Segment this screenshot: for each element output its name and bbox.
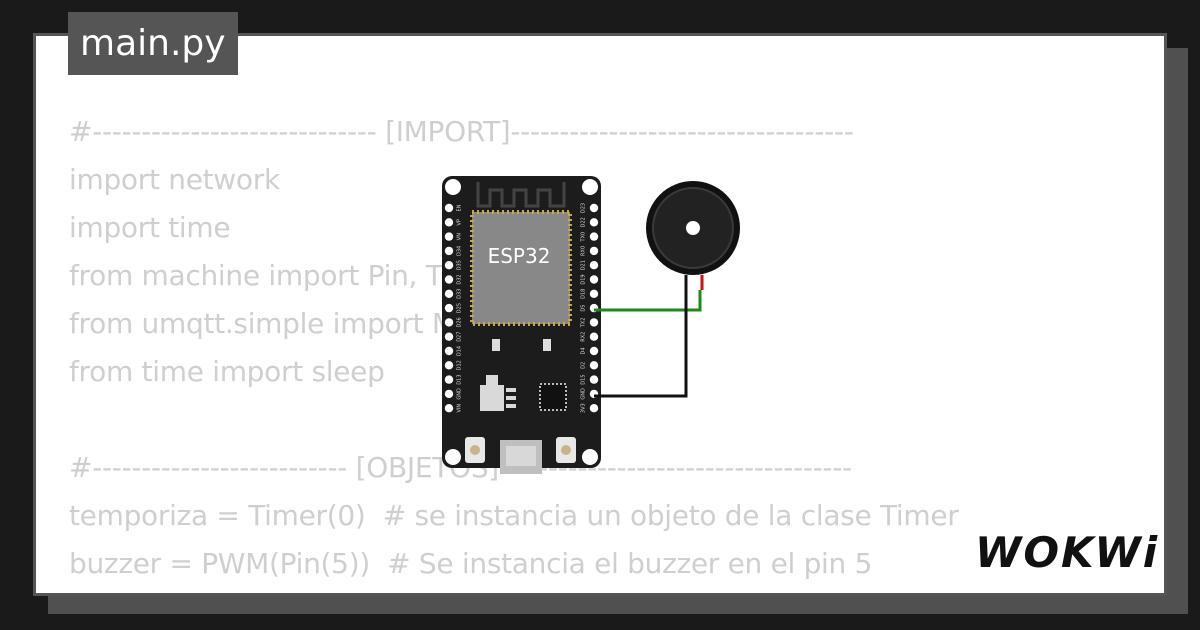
pin-label: D26 <box>457 317 463 327</box>
pin-label: D19 <box>581 274 587 284</box>
pin-label: D33 <box>457 289 463 299</box>
pin-label: D15 <box>581 374 587 384</box>
pin-label: GND <box>457 388 463 400</box>
smd-pad <box>492 339 500 351</box>
wokwi-logo: WOKWi <box>975 528 1160 577</box>
pin-hole[interactable] <box>589 318 599 327</box>
pin-hole[interactable] <box>444 275 454 284</box>
esp32-board[interactable]: ESP32 ENVPVND34D35D32D33D25D26D27D14D12D… <box>442 176 601 474</box>
pin-label: D14 <box>457 346 463 356</box>
pin-hole[interactable] <box>444 318 454 327</box>
pin-label: 3V3 <box>581 403 587 413</box>
pin-hole[interactable] <box>444 389 454 399</box>
wire-signal-d5[interactable] <box>594 290 702 312</box>
pin-label: VIN <box>457 404 463 413</box>
pin-hole[interactable] <box>444 261 454 270</box>
regulator-leg <box>506 388 516 392</box>
pin-hole[interactable] <box>444 404 454 413</box>
pin-label: D13 <box>457 374 463 384</box>
pin-label: D35 <box>457 260 463 270</box>
chip-label: ESP32 <box>488 244 551 268</box>
pin-label: D21 <box>581 260 587 270</box>
pin-hole[interactable] <box>589 346 599 356</box>
pin-label: D27 <box>457 332 463 342</box>
buzzer[interactable] <box>646 181 740 290</box>
mount-hole <box>445 179 461 195</box>
regulator-tab <box>486 375 498 385</box>
pin-hole[interactable] <box>589 261 599 270</box>
code-line: buzzer = PWM(Pin(5)) # Se instancia el b… <box>69 547 873 580</box>
usb-port-inner <box>506 446 536 466</box>
pin-label: D12 <box>457 360 463 370</box>
pin-label: GND <box>581 388 587 400</box>
pin-label: VP <box>457 219 463 225</box>
pin-hole[interactable] <box>444 246 454 256</box>
pin-hole[interactable] <box>444 361 454 370</box>
pin-hole[interactable] <box>589 375 599 384</box>
regulator <box>480 385 504 411</box>
pin-hole[interactable] <box>589 404 599 413</box>
mount-hole <box>582 449 598 465</box>
code-line: from time import sleep <box>69 355 385 388</box>
buzzer-hole <box>686 221 700 235</box>
pin-label: D18 <box>581 289 587 299</box>
pin-label: D25 <box>457 303 463 313</box>
pin-hole[interactable] <box>444 232 454 241</box>
pin-label: D2 <box>581 362 587 369</box>
esp32-chip <box>470 210 572 326</box>
pin-label: D5 <box>581 305 587 312</box>
pin-hole[interactable] <box>589 218 599 227</box>
pin-hole[interactable] <box>444 375 454 384</box>
smd-pad <box>543 339 551 351</box>
pin-hole[interactable] <box>444 332 454 341</box>
button-cap <box>470 445 480 455</box>
pin-label: D23 <box>581 203 587 213</box>
code-line: temporiza = Timer(0) # se instancia un o… <box>69 499 959 532</box>
pin-label: D32 <box>457 274 463 284</box>
regulator-leg <box>506 396 516 400</box>
file-tab[interactable]: main.py <box>68 12 238 75</box>
pin-label: TX0 <box>581 232 587 243</box>
button-cap <box>561 445 571 455</box>
pin-hole[interactable] <box>589 232 599 241</box>
pin-hole[interactable] <box>589 361 599 370</box>
pin-hole[interactable] <box>444 303 454 313</box>
pin-label: D4 <box>581 347 587 354</box>
mount-hole <box>582 179 598 195</box>
pin-label: VN <box>457 233 463 240</box>
pin-hole[interactable] <box>589 203 599 213</box>
pin-label: EN <box>457 204 463 211</box>
pin-label: RX2 <box>581 332 587 342</box>
code-line: import network <box>69 163 280 196</box>
code-line: #----------------------------- [IMPORT]-… <box>69 115 854 148</box>
pin-label: RX0 <box>581 246 587 256</box>
pin-label: D34 <box>457 246 463 256</box>
usb-uart-chip <box>539 383 567 411</box>
pin-hole[interactable] <box>589 289 599 298</box>
regulator-leg <box>506 404 516 408</box>
pin-hole[interactable] <box>589 246 599 256</box>
pin-label: D22 <box>581 217 587 227</box>
mount-hole <box>445 449 461 465</box>
code-line: #-------------------------- [OBJETOS]---… <box>69 451 852 484</box>
pin-hole[interactable] <box>589 332 599 341</box>
pin-hole[interactable] <box>444 346 454 356</box>
antenna-icon <box>476 182 566 208</box>
wire-ground[interactable] <box>594 290 688 398</box>
pin-hole[interactable] <box>589 275 599 284</box>
pin-hole[interactable] <box>444 289 454 298</box>
code-line: import time <box>69 211 231 244</box>
pin-label: TX2 <box>581 318 587 329</box>
pin-hole[interactable] <box>444 203 454 213</box>
pin-hole[interactable] <box>444 218 454 227</box>
